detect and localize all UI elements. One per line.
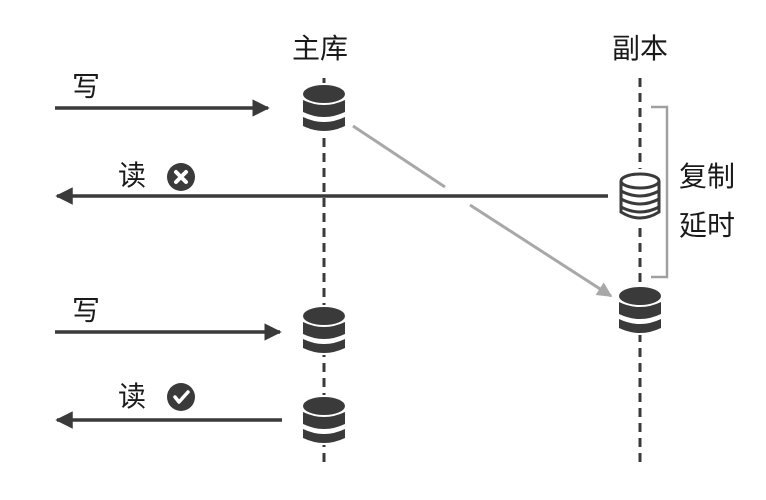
- database-icon-primary-1: [301, 83, 347, 133]
- database-icon-primary-2: [301, 305, 347, 355]
- replication-lag-label-line2: 延时: [679, 209, 736, 242]
- x-circle-icon: [167, 163, 195, 191]
- replica-column-label: 副本: [611, 32, 669, 65]
- replication-lag-label-line1: 复制: [679, 160, 736, 193]
- write-label-1: 写: [72, 70, 101, 103]
- check-circle-icon: [167, 383, 195, 411]
- database-icon-replica-stale: [617, 169, 663, 223]
- replication-arrow: [469, 203, 613, 298]
- database-icon-primary-3: [301, 395, 347, 445]
- replication-arrow-segment-1: [352, 124, 446, 189]
- read-label-2: 读: [118, 380, 147, 413]
- replication-lag-bracket: [651, 105, 669, 279]
- primary-column-label: 主库: [291, 32, 349, 65]
- database-icon-replica-synced: [617, 285, 663, 335]
- read-label-1: 读: [118, 159, 147, 192]
- write-label-2: 写: [72, 294, 101, 327]
